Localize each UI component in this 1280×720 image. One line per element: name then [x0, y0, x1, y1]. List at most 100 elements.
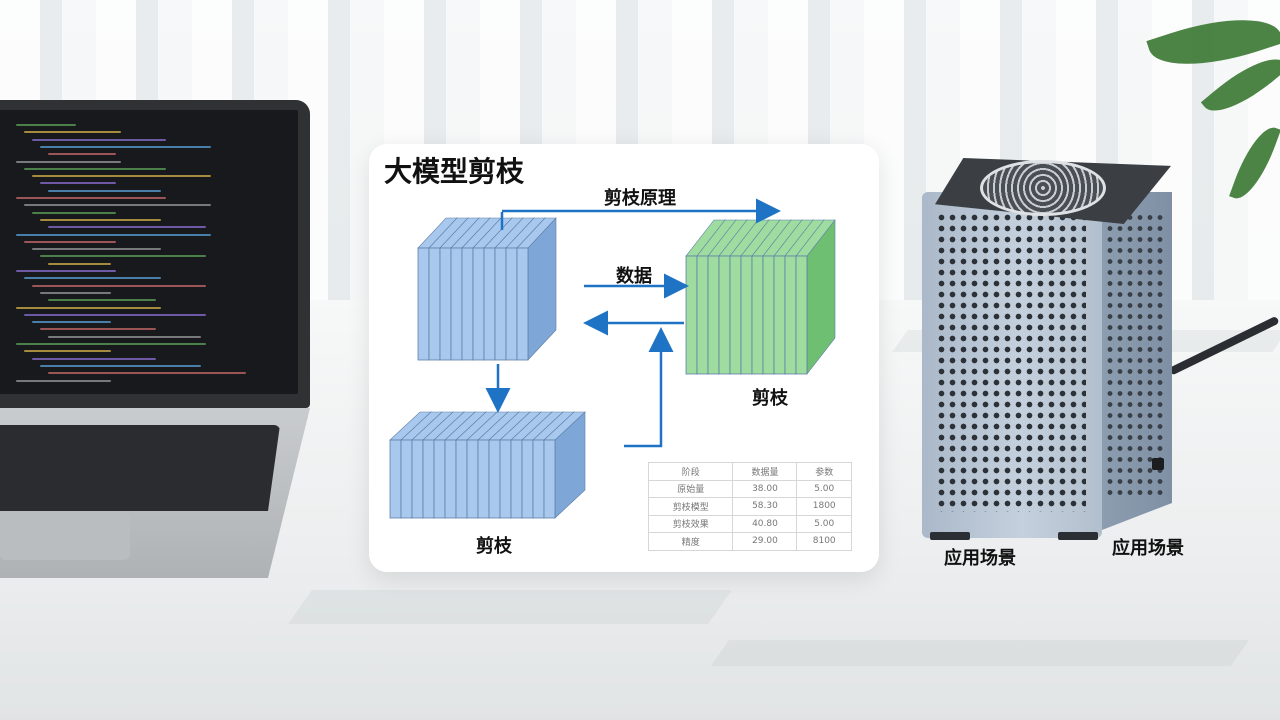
bottom-block-label: 剪枝	[476, 536, 512, 557]
fan-icon	[980, 160, 1106, 216]
code-line	[48, 299, 156, 302]
code-line	[48, 226, 206, 229]
scene-label-right: 应用场景	[1112, 538, 1184, 559]
table-row: 剪枝模型 58.30 1800	[647, 497, 852, 516]
layer-face	[543, 439, 556, 519]
laptop-trackpad	[0, 512, 130, 560]
layer-face	[795, 255, 808, 375]
code-line	[16, 197, 166, 199]
code-line	[40, 364, 201, 367]
table-cell: 38.00	[732, 479, 798, 498]
layer-face	[499, 439, 512, 519]
layer-face	[389, 439, 402, 519]
code-line	[24, 204, 211, 207]
code-line	[40, 291, 111, 294]
code-line	[40, 328, 156, 331]
code-line	[16, 160, 121, 163]
table-cell: 5.00	[796, 479, 852, 498]
table-header: 阶段	[647, 462, 734, 481]
table-cell: 40.80	[732, 514, 798, 533]
layer-face	[483, 247, 496, 361]
layer-face	[428, 247, 441, 361]
mini-pc-grille	[936, 212, 1086, 512]
laptop-keyboard	[0, 425, 280, 511]
code-line	[32, 138, 166, 141]
card-title: 大模型剪枝	[384, 155, 525, 188]
layer-face	[516, 247, 529, 361]
code-line	[16, 343, 206, 345]
usb-port	[1152, 458, 1164, 470]
code-line	[16, 379, 111, 382]
layer-face	[685, 255, 698, 375]
layer-face	[773, 255, 786, 375]
table-header: 参数	[796, 462, 852, 481]
code-editor	[0, 110, 298, 394]
table-cell: 剪枝模型	[647, 497, 734, 516]
table-cell: 8100	[796, 532, 852, 551]
code-line	[24, 350, 111, 353]
code-line	[24, 131, 121, 134]
mini-pc-side-grille	[1105, 212, 1165, 498]
table-cell: 1800	[796, 497, 852, 516]
layer-face	[784, 255, 797, 375]
layer-face	[422, 439, 435, 519]
arrow-top-label: 剪枝原理	[604, 188, 676, 209]
code-line	[24, 167, 166, 170]
layer-face	[488, 439, 501, 519]
code-line	[32, 175, 211, 178]
mini-pc-foot	[930, 532, 970, 540]
layer-face	[762, 255, 775, 375]
blue-layer-stack-bottom	[389, 411, 586, 519]
stats-table: 阶段 数据量 参数 原始量 38.00 5.00 剪枝模型 58.30 1800…	[647, 462, 852, 551]
code-line	[32, 321, 111, 324]
scene-label-left: 应用场景	[944, 548, 1016, 569]
layer-face	[477, 439, 490, 519]
table-cell: 剪枝效果	[647, 514, 734, 533]
table-cell: 原始量	[647, 479, 734, 498]
code-line	[40, 145, 211, 148]
layer-face	[461, 247, 474, 361]
table-cell: 58.30	[732, 497, 798, 516]
code-line	[32, 211, 116, 214]
code-line	[16, 306, 161, 309]
layer-face	[400, 439, 413, 519]
code-line	[48, 262, 111, 265]
layer-face	[494, 247, 507, 361]
code-line	[16, 124, 76, 126]
layer-face	[740, 255, 753, 375]
arrow-mid-label: 数据	[616, 266, 652, 287]
layer-face	[455, 439, 468, 519]
right-block-label: 剪枝	[752, 388, 788, 409]
table-row: 剪枝效果 40.80 5.00	[647, 514, 852, 533]
arrow-up-return	[624, 327, 674, 448]
layer-face	[696, 255, 709, 375]
code-line	[32, 357, 156, 360]
code-line	[16, 233, 211, 236]
layer-face	[521, 439, 534, 519]
code-line	[24, 313, 206, 316]
table-cell: 精度	[647, 532, 734, 551]
code-line	[16, 270, 116, 272]
code-line	[40, 255, 206, 258]
layer-face	[510, 439, 523, 519]
code-line	[32, 284, 206, 287]
code-line	[32, 248, 161, 251]
layer-face	[466, 439, 479, 519]
code-line	[48, 189, 161, 192]
layer-face	[433, 439, 446, 519]
table-header: 数据量	[732, 462, 798, 481]
code-line	[40, 182, 116, 185]
code-line	[48, 335, 201, 338]
layer-face	[505, 247, 518, 361]
code-line	[48, 153, 116, 156]
table-row: 精度 29.00 8100	[647, 532, 852, 551]
layer-face	[417, 247, 430, 361]
mini-pc-foot	[1058, 532, 1098, 540]
layer-face	[532, 439, 545, 519]
layer-face	[450, 247, 463, 361]
layer-face	[472, 247, 485, 361]
code-line	[24, 240, 116, 243]
table-cell: 29.00	[732, 532, 798, 551]
